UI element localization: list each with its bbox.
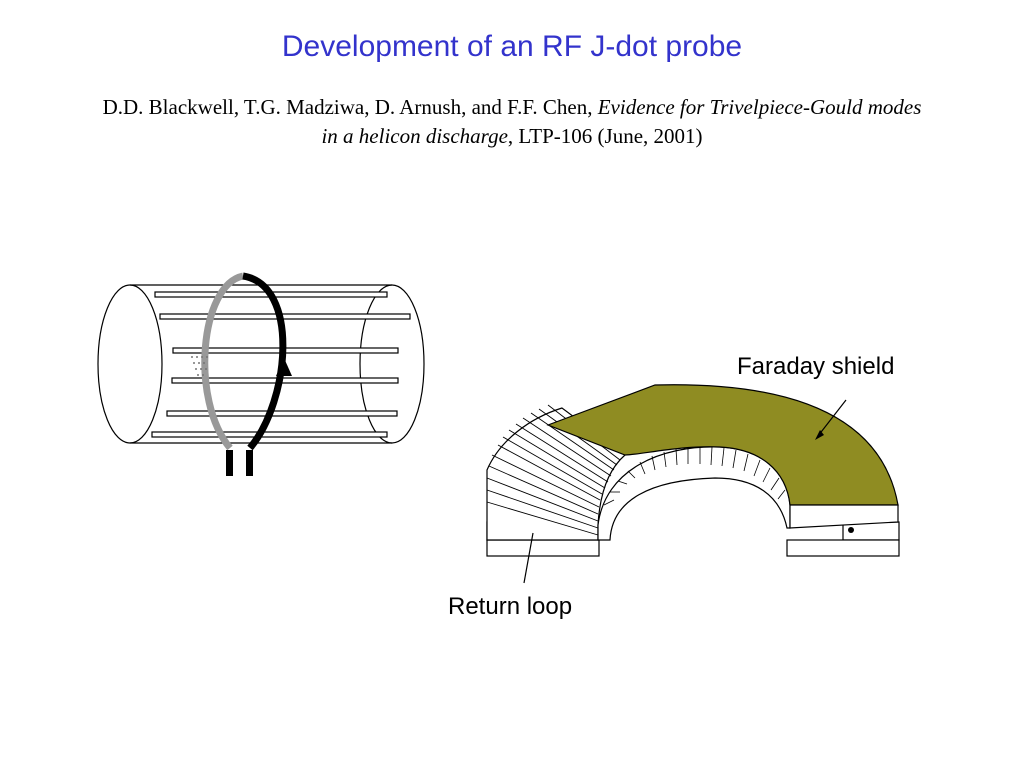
base-blocks — [486, 521, 900, 557]
loop-dots — [191, 356, 208, 376]
current-arrow-icon — [276, 358, 292, 376]
faraday-pointer-arrow-icon — [815, 430, 824, 440]
return-loop-label: Return loop — [448, 593, 573, 620]
return-loop-pointer-line — [523, 532, 534, 584]
loop-front-half — [242, 272, 287, 451]
shield-front-edge — [789, 504, 899, 529]
faraday-shield-label: Faraday shield — [737, 353, 895, 380]
citation-paper-title: Evidence for Trivelpiece-Gould modes in … — [321, 95, 922, 148]
faraday-pointer-line — [817, 399, 847, 437]
ring-inner-wall — [597, 446, 791, 541]
slide-title: Development of an RF J-dot probe — [281, 30, 743, 63]
citation-authors: D.D. Blackwell, T.G. Madziwa, D. Arnush,… — [102, 95, 598, 119]
faraday-shield-surface — [546, 384, 899, 506]
inner-wall-stripes — [603, 446, 786, 506]
loop-back-half — [201, 272, 245, 451]
return-loop-dot-right — [848, 527, 854, 533]
lead-left — [226, 450, 233, 476]
lead-right — [246, 450, 253, 476]
citation: D.D. Blackwell, T.G. Madziwa, D. Arnush,… — [100, 93, 924, 151]
citation-report: , LTP-106 (June, 2001) — [507, 124, 703, 148]
